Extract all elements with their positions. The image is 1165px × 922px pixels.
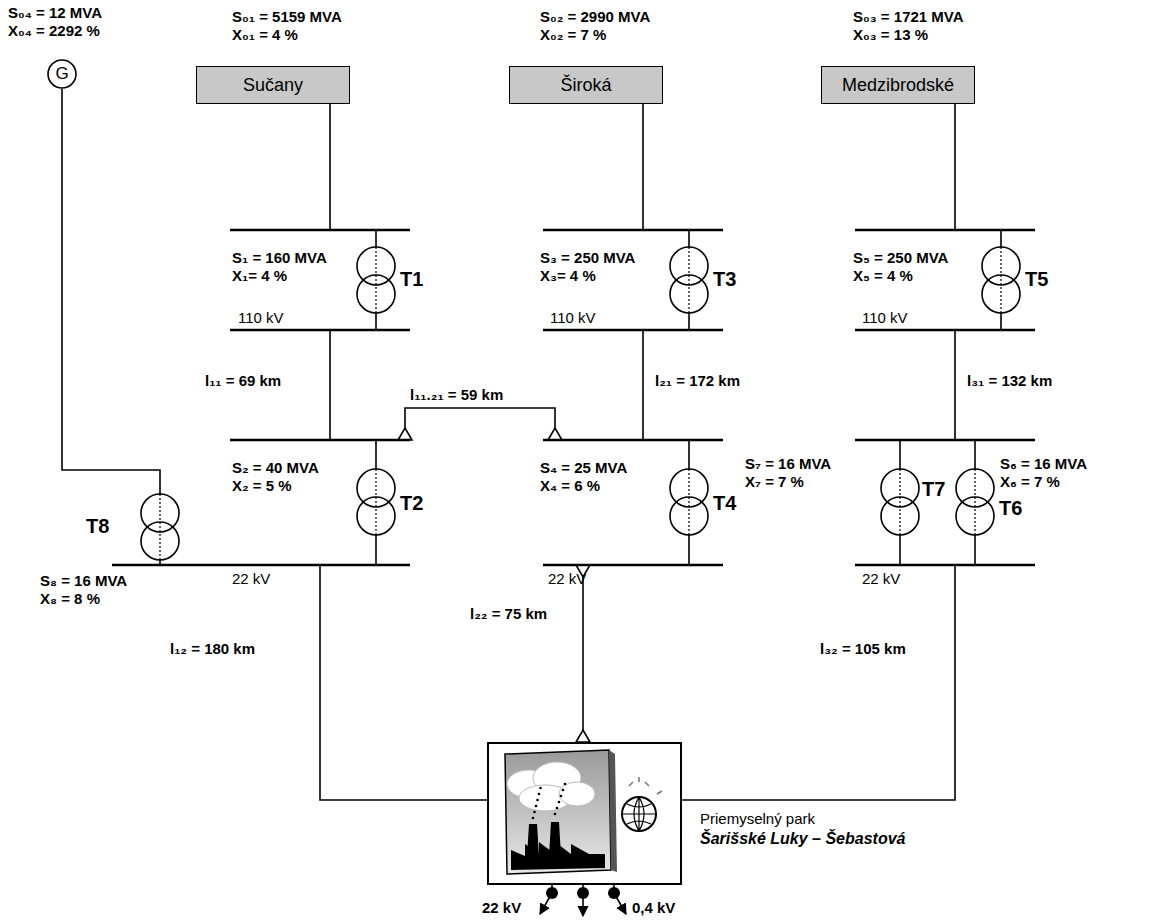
source-parameter: S₀₁ = 5159 MVA — [232, 8, 342, 26]
grid-source-box: Široká — [509, 66, 663, 104]
bus-voltage: 110 kV — [862, 309, 908, 327]
transformer-name: T2 — [400, 492, 423, 514]
line-length: l₂₁ = 172 km — [655, 372, 740, 390]
factory-illustration — [489, 744, 680, 883]
transformer-parameter: S₇ = 16 MVA — [745, 455, 831, 473]
transformer-parameter: X₁= 4 % — [232, 267, 287, 285]
transformer-parameter: X₆ = 7 % — [1000, 473, 1060, 491]
bus-voltage: 110 kV — [238, 309, 284, 327]
transformer-name: T4 — [713, 492, 736, 514]
transformer-parameter: S₅ = 250 MVA — [853, 249, 948, 267]
bus-voltage: 22 kV — [232, 570, 270, 588]
line-length: l₂₂ = 75 km — [470, 605, 547, 623]
transformer-name: T3 — [713, 268, 736, 290]
grid-source-box: Medzibrodské — [821, 66, 975, 104]
source-parameter: S₀₂ = 2990 MVA — [540, 8, 650, 26]
source-parameter: S₀₄ = 12 MVA — [8, 4, 102, 22]
source-parameter: X₀₄ = 2292 % — [8, 22, 100, 40]
source-parameter: X₀₁ = 4 % — [232, 26, 298, 44]
source-parameter: S₀₃ = 1721 MVA — [853, 8, 964, 26]
transformer-parameter: X₄ = 6 % — [540, 477, 600, 495]
transformer-name: T7 — [922, 478, 945, 500]
transformer-parameter: X₃= 4 % — [540, 267, 596, 285]
line-length: l₃₂ = 105 km — [820, 640, 906, 658]
transformer-parameter: S₆ = 16 MVA — [1000, 455, 1087, 473]
park-name: Šarišské Luky – Šebastová — [700, 830, 905, 848]
grid-source-box: Sučany — [196, 66, 350, 104]
transformer-parameter: S₃ = 250 MVA — [540, 249, 635, 267]
bus-voltage: 22 kV — [548, 570, 586, 588]
node-label: G — [55, 64, 68, 84]
line-length: l₁₁.₂₁ = 59 km — [410, 386, 503, 404]
park-caption: Priemyselný park — [700, 810, 815, 827]
source-parameter: X₀₃ = 13 % — [853, 26, 928, 44]
transformer-parameter: X₂ = 5 % — [232, 477, 292, 495]
node-label: Medzibrodské — [842, 75, 954, 96]
transformer-name: T1 — [400, 268, 423, 290]
transformer-name: T5 — [1025, 268, 1048, 290]
bus-voltage: 110 kV — [550, 309, 596, 327]
transformer-name: T6 — [999, 497, 1022, 519]
line-length: l₁₂ = 180 km — [170, 640, 255, 658]
transformer-parameter: X₅ = 4 % — [853, 267, 913, 285]
generator-circle-outline — [48, 60, 76, 88]
generator-circle: G — [47, 59, 77, 89]
source-parameter: X₀₂ = 7 % — [540, 26, 606, 44]
outlet-voltage: 0,4 kV — [632, 899, 675, 917]
outlet-voltage: 22 kV — [482, 899, 521, 917]
transformer-name: T8 — [86, 515, 109, 537]
transformer-parameter: S₂ = 40 MVA — [232, 459, 319, 477]
line-length: l₁₁ = 69 km — [205, 372, 281, 390]
transformer-parameter: S₈ = 16 MVA — [40, 572, 127, 590]
bus-voltage: 22 kV — [862, 570, 900, 588]
transformer-parameter: S₁ = 160 MVA — [232, 249, 327, 267]
node-label: Široká — [560, 75, 611, 96]
transformer-parameter: S₄ = 25 MVA — [540, 459, 627, 477]
industrial-park-box: Priemyselný parkŠarišské Luky – Šebastov… — [487, 742, 682, 885]
node-label: Sučany — [243, 75, 303, 96]
transformer-parameter: X₇ = 7 % — [745, 473, 804, 491]
line-length: l₃₁ = 132 km — [967, 372, 1052, 390]
transformer-parameter: X₈ = 8 % — [40, 590, 100, 608]
